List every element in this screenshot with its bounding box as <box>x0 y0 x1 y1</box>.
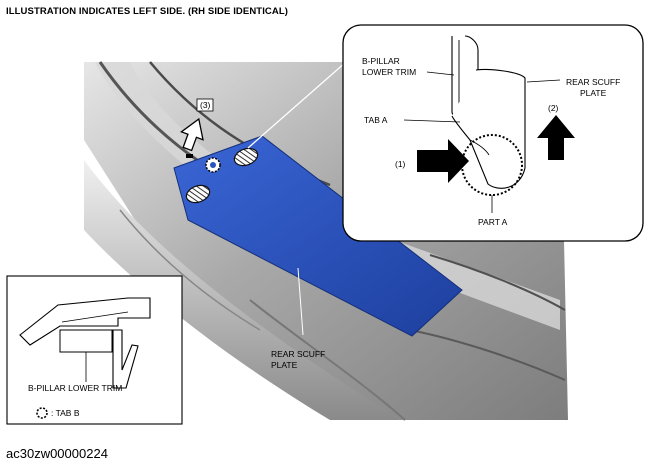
inset-b-pillar-label: B-PILLAR LOWER TRIM <box>28 383 122 393</box>
detail-rear-scuff-label-2: PLATE <box>580 88 607 98</box>
detail-b-pillar-label-2: LOWER TRIM <box>362 67 416 77</box>
detail-step-2-label: (2) <box>548 103 559 113</box>
detail-b-pillar-label-1: B-PILLAR <box>362 56 400 66</box>
main-rear-scuff-label-1: REAR SCUFF <box>271 349 325 359</box>
step-3-label: (3) <box>200 100 211 110</box>
rear-scuff-plate <box>173 135 463 337</box>
figure-code: ac30zw00000224 <box>6 446 108 461</box>
inset-tab-detail <box>6 275 183 425</box>
clip-location-upper <box>233 147 259 167</box>
illustration-note: ILLUSTRATION INDICATES LEFT SIDE. (RH SI… <box>6 6 289 17</box>
detail-step-1-label: (1) <box>395 159 406 169</box>
detail-rear-scuff-label-1: REAR SCUFF <box>566 77 620 87</box>
main-rear-scuff-label-2: PLATE <box>271 360 298 370</box>
detail-part-a-label: PART A <box>478 217 508 227</box>
inset-tab-b-legend: : TAB B <box>51 408 80 418</box>
step-3-arrow <box>180 117 204 158</box>
detail-tab-a-label: TAB A <box>364 115 388 125</box>
detail-callout <box>342 24 644 242</box>
clip-location-lower <box>185 184 211 204</box>
